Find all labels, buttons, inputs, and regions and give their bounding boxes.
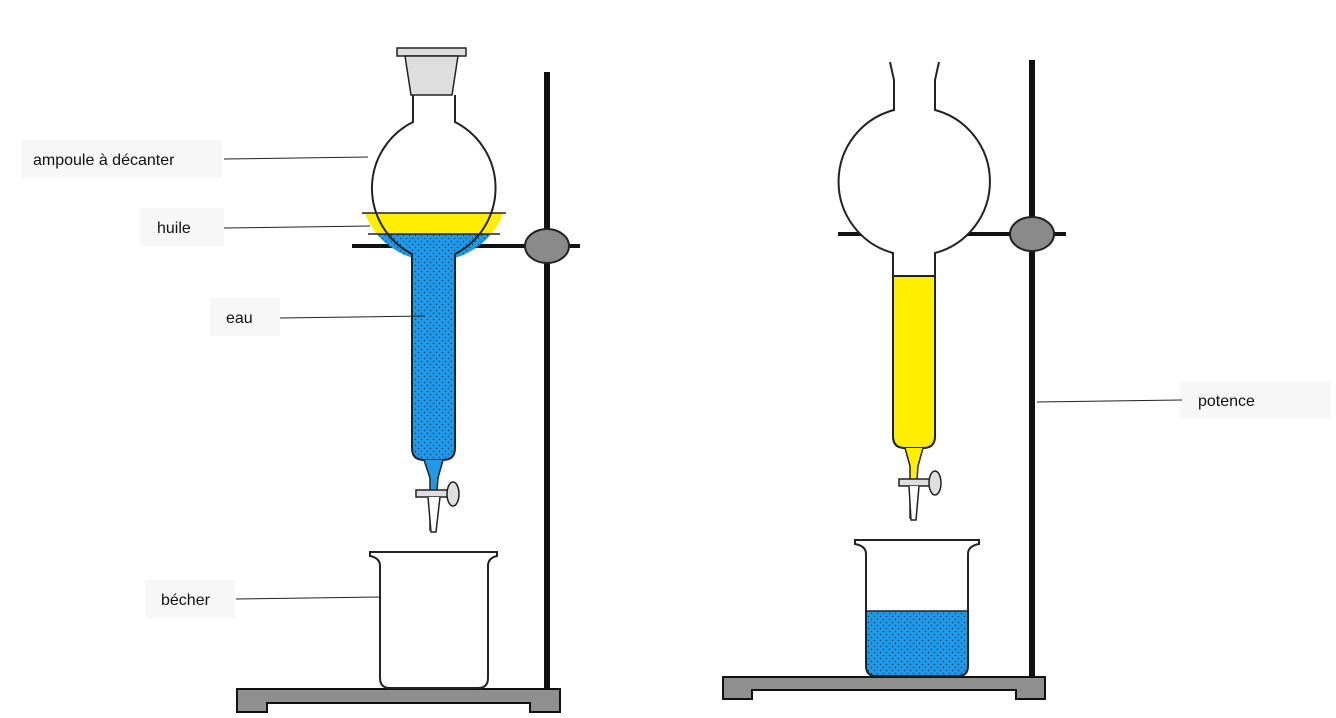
label-bg-stand xyxy=(1180,381,1330,419)
leader-water xyxy=(279,315,426,319)
left-stopper-cap xyxy=(396,47,467,57)
label-separatory-funnel: ampoule à décanter xyxy=(33,152,175,169)
left-setup: ampoule à décanter huile eau bécher xyxy=(22,47,580,713)
label-oil: huile xyxy=(157,220,191,237)
right-beaker xyxy=(854,539,980,677)
left-tap-handle xyxy=(446,481,460,507)
left-oil-layer xyxy=(360,213,508,234)
left-stand-rod xyxy=(544,72,550,690)
right-tap xyxy=(898,478,934,487)
left-beaker xyxy=(369,551,498,689)
left-stand-base xyxy=(236,688,561,713)
leader-funnel xyxy=(223,156,369,160)
label-bg-oil xyxy=(140,208,224,246)
right-clamp-knob xyxy=(1009,216,1055,252)
right-stand-base xyxy=(722,676,1046,700)
label-bg-water xyxy=(210,298,280,336)
left-stopper-plug xyxy=(404,55,459,96)
leader-stand xyxy=(1036,399,1183,403)
leader-beaker xyxy=(235,596,381,600)
left-clamp-knob xyxy=(524,228,570,264)
left-tap xyxy=(415,489,451,498)
label-stand: potence xyxy=(1198,393,1255,410)
label-bg-beaker xyxy=(145,580,235,618)
leader-oil xyxy=(223,225,371,229)
right-beaker-water xyxy=(866,611,968,676)
label-bg-funnel xyxy=(22,140,222,178)
left-funnel-tube-water xyxy=(412,258,455,460)
label-water: eau xyxy=(226,310,253,327)
right-setup: potence xyxy=(722,60,1330,700)
right-tap-handle xyxy=(928,470,942,496)
label-beaker: bécher xyxy=(161,592,211,609)
right-stand-rod xyxy=(1029,60,1035,678)
